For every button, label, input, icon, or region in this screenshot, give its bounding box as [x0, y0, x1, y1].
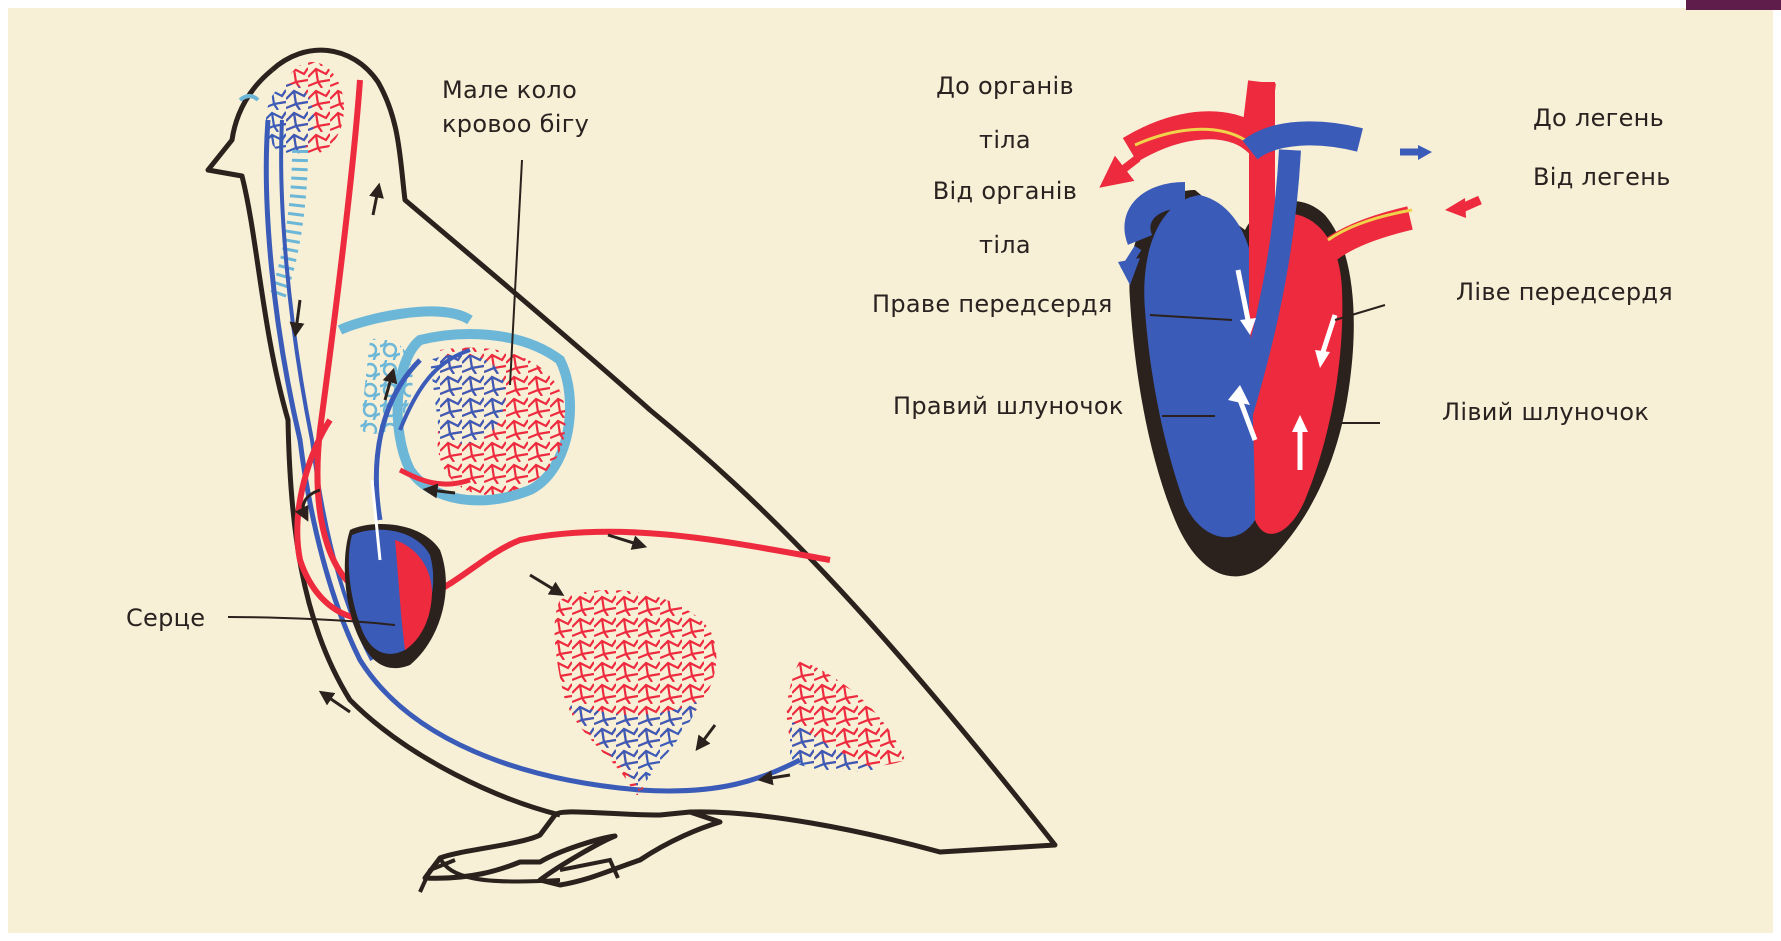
- pigeon-outline: [272, 50, 1055, 885]
- label-to-body-line1: До органів: [910, 72, 1100, 100]
- label-small-circle-line1: Мале коло: [442, 76, 577, 104]
- label-small-circle-line2: кровоо бігу: [442, 110, 589, 138]
- label-right-ventricle: Правий шлуночок: [893, 392, 1124, 420]
- label-right-atrium: Праве передсердя: [872, 290, 1113, 318]
- label-from-lungs: Від легень: [1533, 163, 1671, 191]
- label-to-body-line2: тіла: [910, 126, 1100, 154]
- label-to-lungs: До легень: [1533, 104, 1664, 132]
- label-heart: Серце: [126, 604, 205, 632]
- heart-diagram: [1112, 82, 1480, 576]
- label-left-ventricle: Лівий шлуночок: [1442, 398, 1649, 426]
- label-left-atrium: Ліве передсердя: [1456, 278, 1673, 306]
- label-from-body-line1: Від органів: [905, 177, 1105, 205]
- label-from-body-line2: тіла: [905, 231, 1105, 259]
